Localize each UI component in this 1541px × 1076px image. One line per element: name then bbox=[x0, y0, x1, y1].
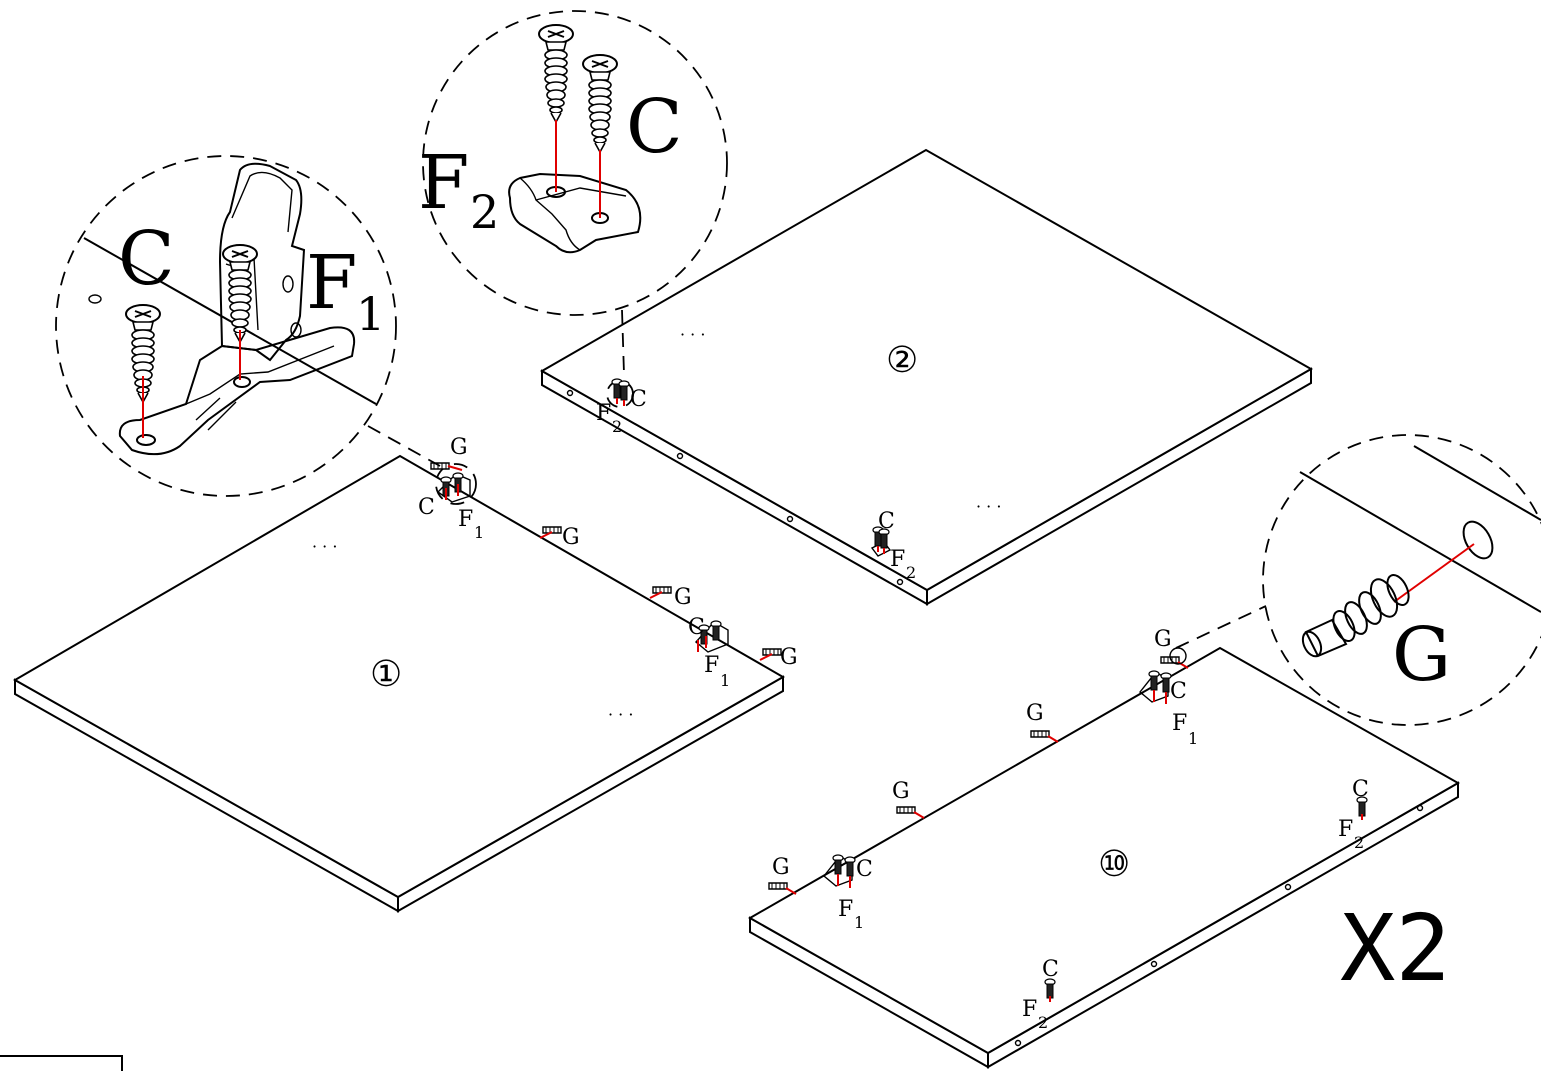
c-label: C bbox=[1352, 777, 1369, 802]
quantity-label: X2 bbox=[1340, 895, 1451, 1002]
g-label: G bbox=[780, 645, 798, 670]
f-label: F bbox=[838, 897, 853, 922]
callout-f-sub-label: 2 bbox=[470, 185, 499, 239]
f-sub-label: 2 bbox=[612, 417, 622, 436]
f-label: F bbox=[704, 653, 719, 678]
panel-10-dowel-g-4: G bbox=[1154, 627, 1189, 669]
callout-c-label: C bbox=[626, 84, 683, 170]
c-label: C bbox=[418, 495, 435, 520]
f-sub-label: 2 bbox=[1354, 833, 1364, 852]
panel-10-cam-f2-right: C F 2 bbox=[1338, 777, 1369, 852]
f-sub-label: 1 bbox=[720, 671, 730, 690]
c-label: C bbox=[1170, 679, 1187, 704]
panel-10-bracket-f1-right: C F 1 bbox=[1139, 670, 1198, 748]
callout-bracket-f1: C F 1 bbox=[55, 155, 441, 497]
panel-10-edge-holes bbox=[1014, 804, 1424, 1047]
dowel-g-icon bbox=[1301, 574, 1410, 658]
callout-f-label: F bbox=[306, 240, 357, 326]
panel-2-dots-a: · · · bbox=[680, 325, 705, 344]
callout-g-label: G bbox=[1392, 612, 1451, 698]
f-label: F bbox=[596, 401, 611, 426]
panel-1-bracket-f1-upper: G C F 1 bbox=[418, 435, 484, 542]
panel-10-dowel-g-2: G bbox=[892, 779, 925, 819]
panel-1-dowel-g-3: G bbox=[759, 645, 798, 670]
callout-f-sub-label: 1 bbox=[356, 287, 385, 341]
callout-dowel-g: G bbox=[1169, 434, 1541, 726]
panel-2-cam-f2-upper: C F 2 bbox=[596, 378, 647, 436]
f-sub-label: 1 bbox=[474, 523, 484, 542]
panel-1-dots-b: · · · bbox=[608, 705, 633, 724]
callout-c-label: C bbox=[118, 216, 175, 302]
f-sub-label: 2 bbox=[906, 563, 916, 582]
f-label: F bbox=[458, 507, 473, 532]
f-label: F bbox=[1338, 817, 1353, 842]
g-label: G bbox=[562, 525, 580, 550]
f-sub-label: 1 bbox=[1188, 729, 1198, 748]
c-label: C bbox=[630, 387, 647, 412]
panel-10-bracket-f1-left: C F 1 bbox=[823, 854, 873, 932]
panel-2-number: ② bbox=[886, 340, 918, 381]
f-label: F bbox=[1172, 711, 1187, 736]
panel-10-number: ⑩ bbox=[1098, 844, 1130, 885]
panel-1: ① · · · · · · G C F 1 G G bbox=[12, 435, 798, 913]
panel-1-dowel-g-1: G bbox=[539, 525, 580, 550]
f-sub-label: 1 bbox=[854, 913, 864, 932]
f-sub-label: 2 bbox=[1038, 1013, 1048, 1032]
f-label: F bbox=[890, 547, 905, 572]
frame-corner bbox=[0, 1055, 123, 1071]
panel-1-bracket-f1-lower: C F 1 bbox=[688, 615, 730, 690]
g-label: G bbox=[450, 435, 468, 460]
c-label: C bbox=[1042, 957, 1059, 982]
panel-2-cam-f2-lower: C F 2 bbox=[870, 509, 916, 582]
panel-10-dowel-g-1: G bbox=[768, 855, 797, 895]
g-label: G bbox=[892, 779, 910, 804]
callout-f-label: F bbox=[418, 140, 469, 226]
panel-10-cam-f2-bottom: C F 2 bbox=[1022, 957, 1059, 1032]
g-label: G bbox=[1026, 701, 1044, 726]
panel-2: ② · · · · · · C F 2 C F 2 bbox=[539, 148, 1314, 606]
g-label: G bbox=[1154, 627, 1172, 652]
g-label: G bbox=[772, 855, 790, 880]
panel-2-edge-holes bbox=[566, 389, 904, 586]
c-label: C bbox=[856, 857, 873, 882]
panel-1-dowel-g-2: G bbox=[649, 585, 692, 610]
c-label: C bbox=[878, 509, 895, 534]
panel-10: ⑩ X2 G G G G bbox=[747, 627, 1461, 1069]
panel-1-dots-a: · · · bbox=[312, 537, 337, 556]
callout-cam-f2: F 2 C bbox=[418, 10, 728, 375]
panel-1-number: ① bbox=[370, 654, 402, 695]
c-label: C bbox=[688, 615, 705, 640]
panel-2-dots-b: · · · bbox=[976, 497, 1001, 516]
g-label: G bbox=[674, 585, 692, 610]
panel-10-dowel-g-3: G bbox=[1026, 701, 1059, 743]
f-label: F bbox=[1022, 997, 1037, 1022]
